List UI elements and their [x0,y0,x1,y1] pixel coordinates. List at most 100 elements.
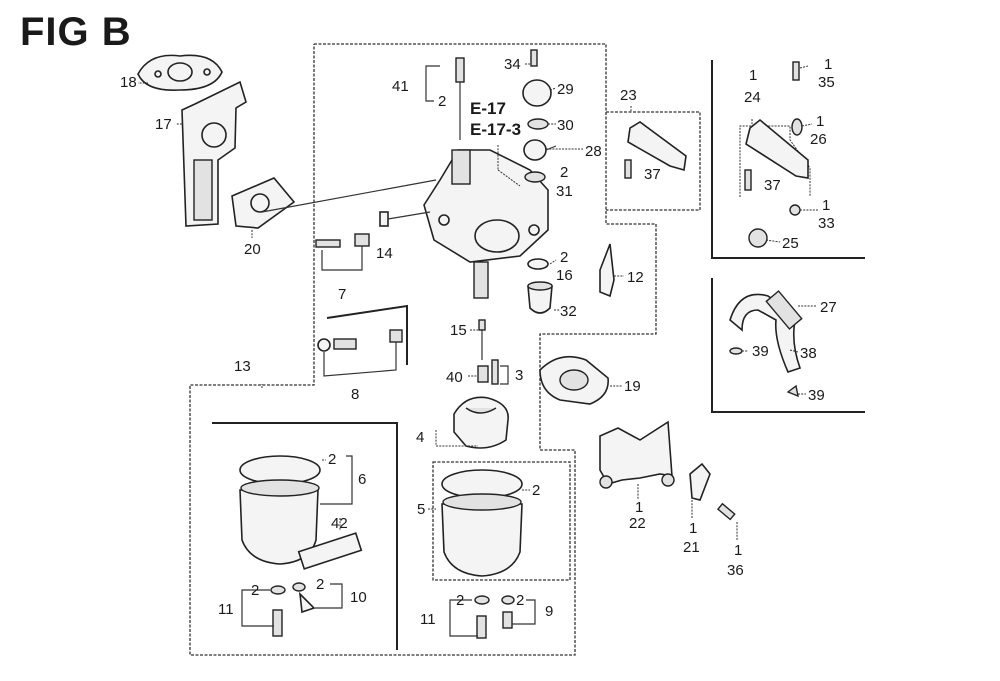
lever-21 [689,462,711,501]
callout-38: 38 [800,345,817,362]
callout-4: 4 [416,429,425,446]
callout-15: 15 [450,322,467,339]
float-bowl-6 [239,455,321,565]
leader-lines [138,63,818,540]
callout-31-qty: 2 [560,164,569,181]
bracket-22 [599,420,675,489]
float-bowl-5 [441,469,523,577]
callout-11-left-qty: 2 [251,582,260,599]
callout-29: 29 [557,81,574,98]
callout-42: 42 [331,515,348,532]
gasket-31 [524,171,546,183]
callout-28: 28 [585,143,602,160]
assembly-13-box [189,43,657,656]
linkage-24 [739,118,811,197]
drain-screw-9 [501,595,515,629]
spring-26 [791,118,803,136]
callout-32: 32 [560,303,577,320]
callout-31: 31 [556,183,573,200]
nut-33 [789,204,801,216]
choke-lever-23 [624,121,687,179]
carburetor-body [423,149,549,299]
spring-25 [748,228,768,248]
callout-24-qty: 1 [749,67,758,84]
filter-32 [527,281,553,314]
callout-39-upper: 39 [752,343,769,360]
gasket-20 [231,177,296,229]
cover-29 [522,79,552,107]
screw-set-7 [315,233,370,248]
callout-21: 21 [683,539,700,556]
callout-10-qty: 2 [316,576,325,593]
screw-14 [379,211,431,227]
callout-26-qty: 1 [816,113,825,130]
callout-35: 35 [818,74,835,91]
callout-5-qty: 2 [532,482,541,499]
jet-3 [491,359,499,385]
callout-25: 25 [782,235,799,252]
callout-5: 5 [417,501,426,518]
callout-36: 36 [727,562,744,579]
o-ring-16 [527,258,549,270]
drain-screw-10 [292,582,316,614]
callout-20: 20 [244,241,261,258]
callout-22: 22 [629,515,646,532]
screw-34 [530,49,538,67]
clip-27 [765,290,803,330]
callout-9-qty: 2 [516,592,525,609]
callout-40: 40 [446,369,463,386]
callout-11-right-qty: 2 [456,592,465,609]
callout-37-choke: 37 [644,166,661,183]
washer-30 [527,118,549,130]
callout-12: 12 [627,269,644,286]
callout-41: 41 [392,78,409,95]
float-4 [453,396,509,449]
reference-e17-3[interactable]: E-17-3 [470,120,522,139]
fuel-line-box [711,278,865,413]
callout-6: 6 [358,471,367,488]
callout-21-qty: 1 [689,520,698,537]
float-bowl-6-box [212,422,398,650]
clip-39a [729,347,743,355]
needle-15 [478,319,486,360]
screw-41 [455,57,465,140]
callout-8: 8 [351,386,360,403]
reference-e17[interactable]: E-17 [470,99,506,118]
callout-30: 30 [557,117,574,134]
callout-9: 9 [545,603,554,620]
callout-22-qty: 1 [635,499,644,516]
callout-11-right: 11 [420,611,436,628]
callout-35-qty: 1 [824,56,833,73]
callout-7: 7 [338,286,347,303]
callout-27: 27 [820,299,837,316]
callout-16: 16 [556,267,573,284]
callout-10: 10 [350,589,367,606]
callout-16-qty: 2 [560,249,569,266]
bolt-11b [474,595,490,639]
callout-33-qty: 1 [822,197,831,214]
callout-33: 33 [818,215,835,232]
callout-17: 17 [155,116,172,133]
callout-6-qty: 2 [328,451,337,468]
callout-13: 13 [234,358,251,375]
bolt-36 [716,502,736,521]
insulator-gasket-18 [137,54,223,91]
callout-19: 19 [624,378,641,395]
callout-18: 18 [120,74,137,91]
callout-24: 24 [744,89,761,106]
bolt-11a [270,585,286,637]
callout-11-left: 11 [218,601,234,618]
jet-40 [477,365,489,383]
callout-41-qty: 2 [438,93,447,110]
bracket-17 [181,80,247,227]
drain-tube-42 [297,532,363,570]
screw-35 [792,61,800,81]
jet-set-8 [317,329,403,352]
callout-14: 14 [376,245,393,262]
jet-8-box [326,304,408,365]
callout-37-link: 37 [764,177,781,194]
callout-34: 34 [504,56,521,73]
callout-3: 3 [515,367,524,384]
clip-39b [786,384,799,398]
